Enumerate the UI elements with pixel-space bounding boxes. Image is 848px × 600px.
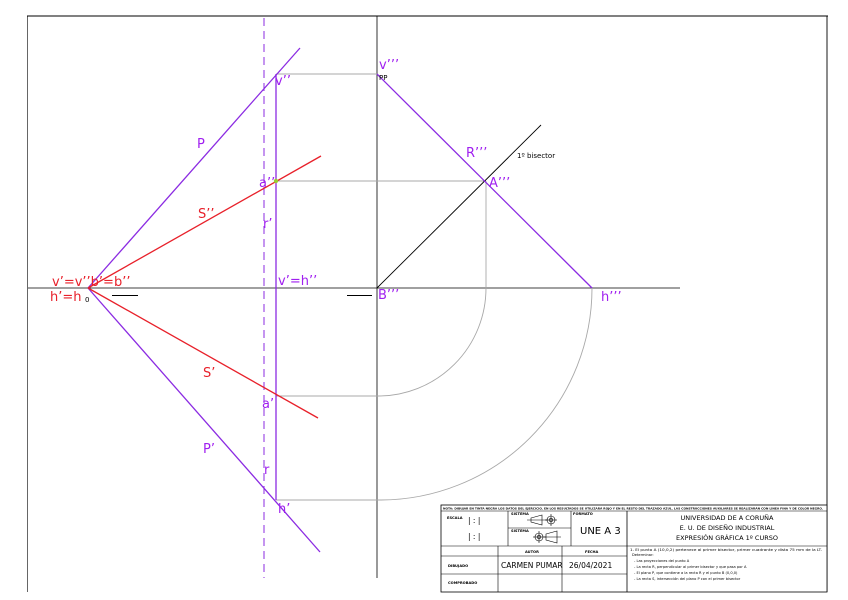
- label-a-third: A’’’: [489, 176, 510, 191]
- label-hh-group: h’=h: [50, 290, 82, 305]
- label-v-third: v’’’: [379, 58, 399, 73]
- method-label-third: SISTEMA: [511, 529, 529, 533]
- exercise-statement: 1. El punto A (10,0,2) pertenece al prim…: [630, 548, 822, 581]
- title-block-note: NOTA: DIBUJAR EN TINTA NEGRA LOS DATOS D…: [443, 506, 823, 511]
- construction-lines: [276, 73, 593, 501]
- label-hook: 0: [85, 296, 89, 304]
- fecha-label: FECHA: [585, 550, 599, 554]
- projection-symbol-third-icon: [533, 530, 561, 544]
- recta-s-first: [87, 287, 319, 419]
- statement-line: - La recta R, perpendicular al primer bi…: [634, 565, 747, 569]
- statement-line: - El plano P, que contiene a la recta R …: [634, 571, 738, 575]
- sheet-border: [27, 15, 828, 592]
- trace-p-upper: [87, 47, 301, 289]
- statement-line: - La recta S, intersección del plano P c…: [634, 577, 741, 581]
- statement-line: 1. El punto A (10,0,2) pertenece al prim…: [630, 548, 822, 552]
- label-pp: PP: [379, 74, 387, 82]
- recta-r-third: [376, 73, 593, 289]
- label-v-second: v’’: [275, 74, 291, 89]
- trace-p-lower: [87, 287, 321, 553]
- label-r-third: R’’’: [466, 146, 487, 161]
- label-b-third: B’’’: [378, 288, 399, 303]
- projection-symbol-first-icon: [527, 514, 557, 526]
- label-v-prime-h: v’=h’’: [278, 274, 317, 289]
- autor-label: AUTOR: [525, 550, 539, 554]
- label-first-bisector: 1º bisector: [517, 152, 555, 160]
- dibujado-label: DIBUJADO: [448, 564, 468, 568]
- statement-line: - Las proyecciones del punto A: [634, 559, 690, 563]
- course-name: EXPRESIÓN GRÁFICA 1º CURSO: [676, 533, 778, 542]
- label-r-prime: r’: [263, 217, 272, 232]
- recta-s-second: [87, 155, 322, 289]
- result-lines: [87, 155, 322, 419]
- label-r-plain: r: [264, 463, 270, 478]
- label-s-first: S’: [203, 366, 215, 381]
- university-name: UNIVERSIDAD DE A CORUÑA: [681, 513, 775, 522]
- formato-label: FORMATO: [573, 512, 593, 516]
- plane-traces: [87, 47, 593, 553]
- drawing-date: 26/04/2021: [569, 561, 612, 570]
- method-label-first: SISTEMA: [511, 512, 529, 516]
- label-p-lower: P’: [203, 442, 215, 457]
- statement-line: Determinar:: [632, 553, 654, 557]
- label-s-second: S’’: [198, 207, 215, 222]
- scale-value-bottom: | : |: [468, 532, 480, 541]
- author-name: CARMEN PUMAR: [501, 561, 563, 570]
- label-a-second: a’’: [259, 176, 275, 191]
- first-bisector-line: [376, 124, 542, 289]
- scale-value-top: | : |: [468, 516, 480, 525]
- point-a-second-marker: [273, 178, 279, 184]
- label-a-prime: a’: [262, 397, 274, 412]
- comprobado-label: COMPROBADO: [448, 581, 477, 585]
- label-h-third: h’’’: [601, 290, 622, 305]
- drawing-labels: v’’ v’’’ PP P P’ R’’’ 1º bisector a’’ A’…: [50, 58, 622, 517]
- label-h-prime: h’: [278, 502, 290, 517]
- school-name: E. U. DE DISEÑO INDUSTRIAL: [680, 523, 775, 532]
- escala-label: ESCALA: [447, 516, 463, 520]
- sheet-format-code: UNE A 3: [580, 526, 621, 537]
- title-block: NOTA: DIBUJAR EN TINTA NEGRA LOS DATOS D…: [440, 504, 828, 593]
- label-p-upper: P: [197, 137, 205, 152]
- label-vb-group: v’=v’’b’=b’’: [52, 275, 130, 290]
